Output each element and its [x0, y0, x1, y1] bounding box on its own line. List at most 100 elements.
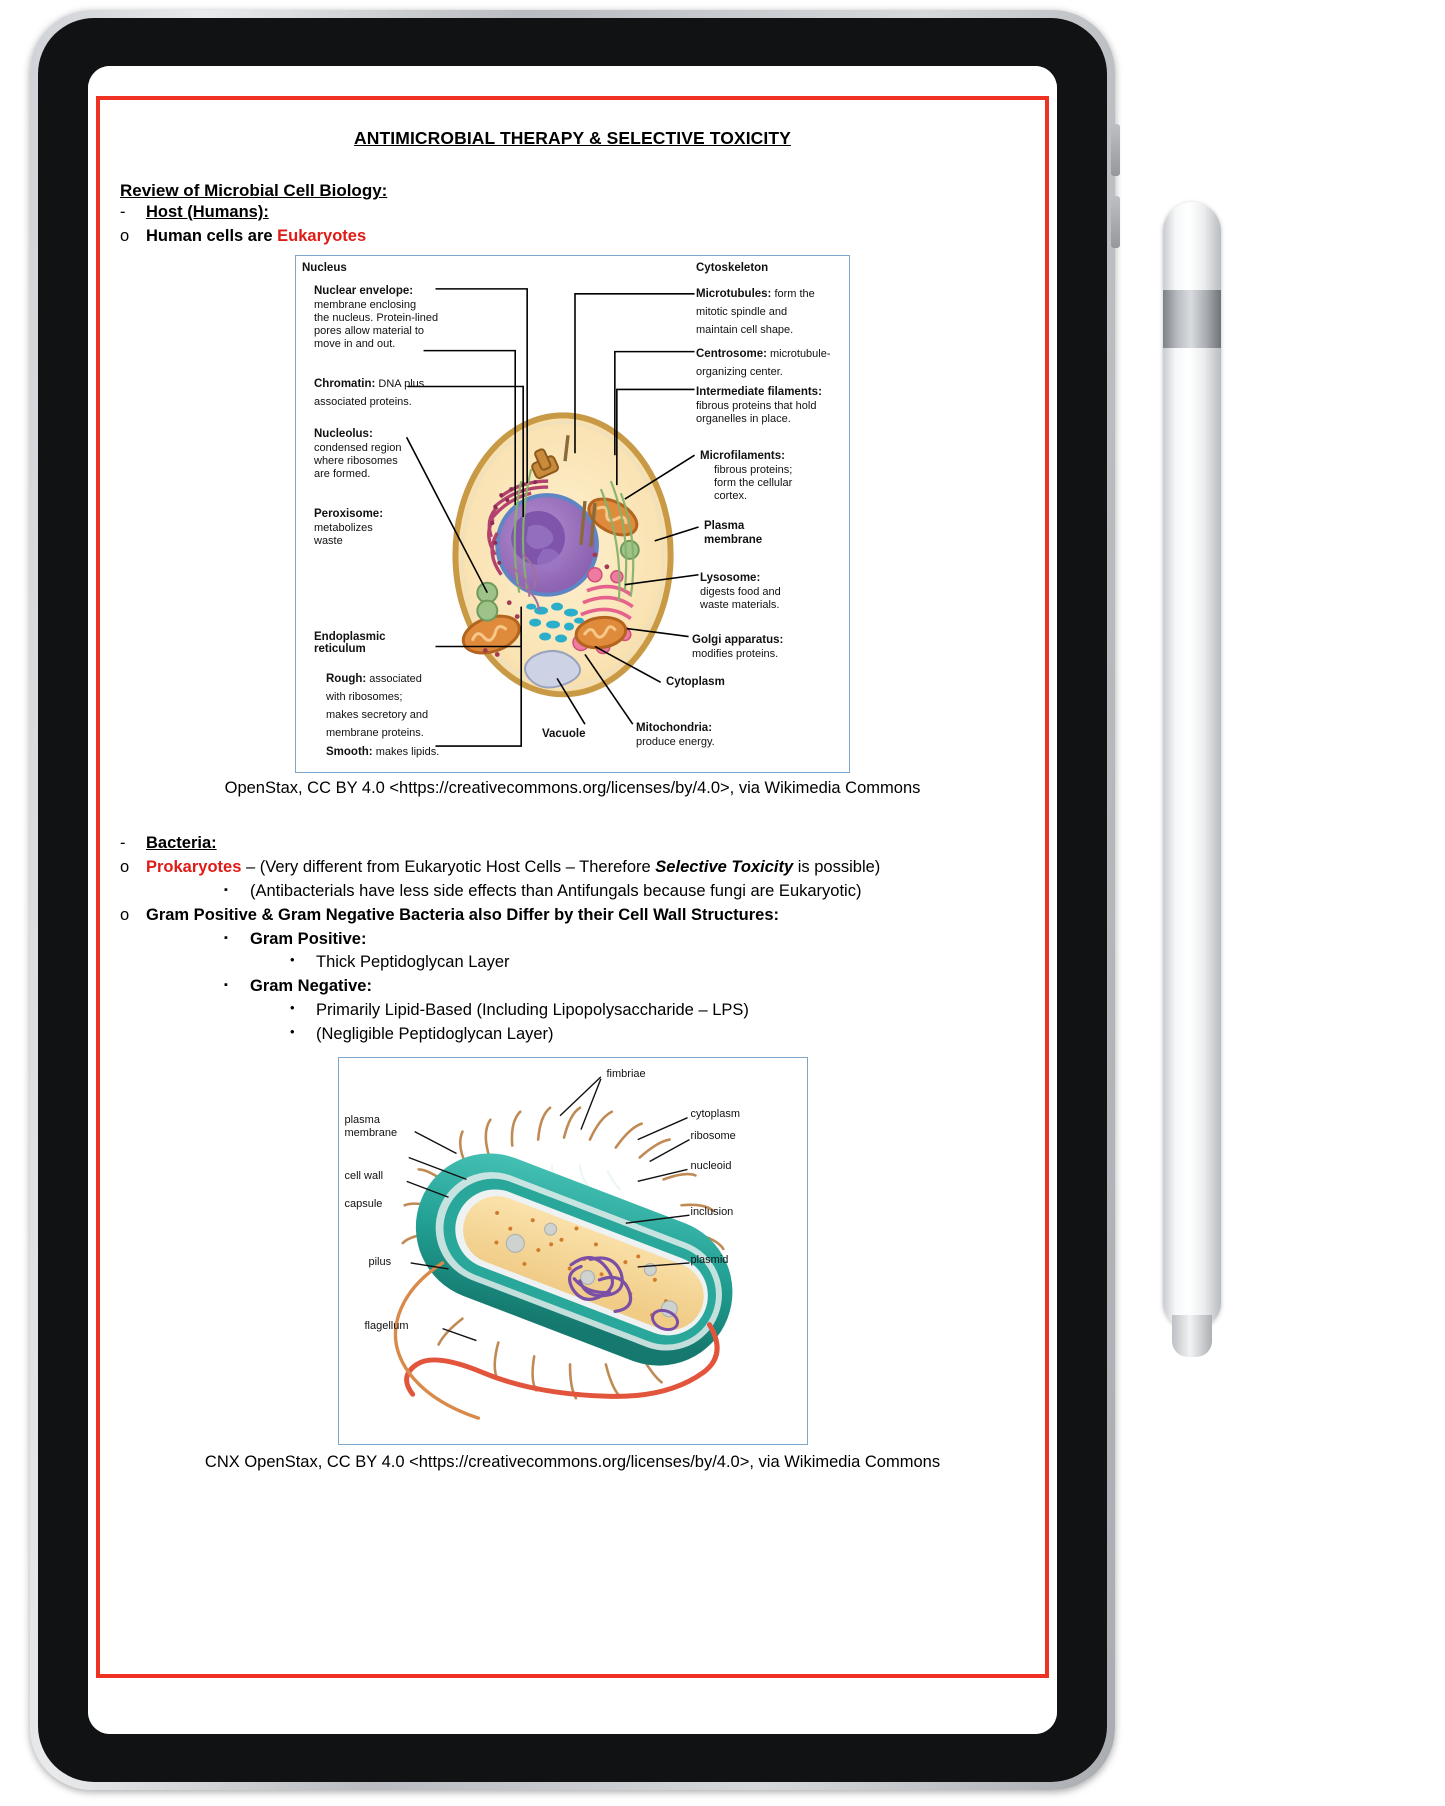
- list-item-bacteria: - Bacteria:: [120, 832, 1025, 856]
- label-chromatin-head: Chromatin:: [314, 377, 376, 390]
- label-endoplasmic-reticulum: Endoplasmic reticulum: [314, 630, 386, 655]
- label-smooth-er-head: Smooth:: [326, 745, 373, 758]
- label-nucleoid: nucleoid: [690, 1160, 732, 1173]
- label-intermediate-filaments: Intermediate filaments: fibrous proteins…: [696, 382, 851, 426]
- label-peroxisome-body: metabolizes waste: [314, 521, 373, 547]
- prokaryotes-list: o Prokaryotes – (Very different from Euk…: [120, 856, 1025, 880]
- label-smooth-er-body: makes lipids.: [372, 745, 440, 758]
- gram-negative-item2: (Negligible Peptidoglycan Layer): [316, 1025, 554, 1044]
- gram-positive-items: • Thick Peptidoglycan Layer: [290, 951, 1025, 975]
- label-golgi-apparatus: Golgi apparatus: modifies proteins.: [692, 630, 842, 661]
- stylus-tip: [1172, 1315, 1212, 1357]
- label-microtubules-body: form the mitotic spindle and maintain ce…: [696, 287, 815, 336]
- label-nucleus: Nucleus: [302, 261, 347, 274]
- antibacterials-note: (Antibacterials have less side effects t…: [250, 881, 862, 900]
- human-cells-list: o Human cells are Eukaryotes: [120, 225, 1025, 249]
- prokaryotes-rest-a: – (Very different from Eukaryotic Host C…: [241, 857, 656, 876]
- label-intermediate-filaments-head: Intermediate filaments:: [696, 385, 822, 398]
- dot-bullet-icon: •: [290, 952, 295, 968]
- square-bullet-icon-2: ▪: [224, 931, 228, 944]
- label-nucleolus-body: condensed region where ribosomes are for…: [314, 441, 402, 480]
- list-item-host: - Host (Humans):: [120, 201, 1025, 225]
- gram-negative-label: Gram Negative:: [250, 977, 372, 996]
- label-fimbriae: fimbriae: [606, 1068, 646, 1081]
- label-peroxisome: Peroxisome: metabolizes waste: [314, 504, 444, 548]
- antibacterials-list: ▪ (Antibacterials have less side effects…: [224, 880, 1025, 904]
- bacterium-figure-caption: CNX OpenStax, CC BY 4.0 <https://creativ…: [204, 1453, 941, 1472]
- label-inclusion: inclusion: [690, 1206, 734, 1219]
- label-centrosome-head: Centrosome:: [696, 347, 767, 360]
- label-golgi-apparatus-head: Golgi apparatus:: [692, 633, 784, 646]
- volume-down-button[interactable]: [1111, 196, 1120, 248]
- label-rough-er-head: Rough:: [326, 672, 367, 685]
- gram-negative-list: ▪ Gram Negative:: [224, 975, 1025, 999]
- label-microfilaments-head: Microfilaments:: [700, 449, 785, 462]
- stylus-pen[interactable]: [1163, 202, 1221, 1357]
- label-lysosome-head: Lysosome:: [700, 571, 761, 584]
- label-mitochondria-head: Mitochondria:: [636, 721, 713, 734]
- label-nucleolus: Nucleolus: condensed region where riboso…: [314, 424, 454, 481]
- label-peroxisome-head: Peroxisome:: [314, 507, 384, 520]
- gram-negative-items: • Primarily Lipid-Based (Including Lipop…: [290, 999, 1025, 1047]
- label-chromatin-body: DNA plus associated proteins.: [314, 377, 425, 408]
- gram-positive-label: Gram Positive:: [250, 929, 367, 948]
- circle-bullet-icon-2: o: [120, 857, 130, 876]
- label-mitochondria: Mitochondria: produce energy.: [636, 718, 766, 749]
- label-capsule: capsule: [344, 1198, 383, 1211]
- label-ribosome: ribosome: [690, 1130, 736, 1143]
- gram-heading-list: o Gram Positive & Gram Negative Bacteria…: [120, 904, 1025, 928]
- stylus-band: [1163, 290, 1221, 348]
- gram-negative-item1: Primarily Lipid-Based (Including Lipopol…: [316, 1001, 749, 1020]
- eukaryotes-keyword: Eukaryotes: [277, 226, 367, 245]
- section-heading: Review of Microbial Cell Biology:: [120, 181, 388, 200]
- label-microfilaments-body: fibrous proteins; form the cellular cort…: [714, 463, 793, 502]
- eukaryotic-cell-illustration: [405, 287, 699, 747]
- label-centrosome-body: microtubule- organizing center.: [696, 347, 831, 378]
- label-golgi-apparatus-body: modifies proteins.: [692, 647, 779, 660]
- square-bullet-icon-3: ▪: [224, 979, 228, 992]
- label-microtubules: Microtubules: form the mitotic spindle a…: [696, 284, 846, 338]
- list-item-gram-heading: o Gram Positive & Gram Negative Bacteria…: [120, 904, 1025, 928]
- bacteria-label: Bacteria:: [146, 833, 217, 852]
- page-red-border: ANTIMICROBIAL THERAPY & SELECTIVE TOXICI…: [96, 96, 1049, 1678]
- list-item-negligible-peptidoglycan: • (Negligible Peptidoglycan Layer): [290, 1023, 1025, 1047]
- dash-bullet-icon-2: -: [120, 833, 126, 852]
- gram-heading: Gram Positive & Gram Negative Bacteria a…: [146, 905, 780, 924]
- label-lysosome-body: digests food and waste materials.: [700, 585, 781, 611]
- label-lysosome: Lysosome: digests food and waste materia…: [700, 568, 840, 612]
- volume-up-button[interactable]: [1111, 124, 1120, 176]
- page-content: ANTIMICROBIAL THERAPY & SELECTIVE TOXICI…: [120, 112, 1025, 1664]
- label-smooth-er: Smooth: makes lipids.: [326, 742, 506, 760]
- list-item-thick-peptidoglycan: • Thick Peptidoglycan Layer: [290, 951, 1025, 975]
- label-cytoplasm-bacterium: cytoplasm: [690, 1108, 741, 1121]
- bacteria-list: - Bacteria:: [120, 832, 1025, 856]
- tablet-device: ANTIMICROBIAL THERAPY & SELECTIVE TOXICI…: [30, 10, 1120, 1790]
- label-pilus: pilus: [368, 1256, 392, 1269]
- label-flagellum: flagellum: [364, 1320, 409, 1333]
- label-chromatin: Chromatin: DNA plus associated proteins.: [314, 374, 464, 410]
- label-vacuole: Vacuole: [542, 727, 586, 740]
- dot-bullet-icon-2: •: [290, 1000, 295, 1016]
- list-item-antibacterials: ▪ (Antibacterials have less side effects…: [224, 880, 1025, 904]
- selective-toxicity-keyword: Selective Toxicity: [655, 857, 794, 876]
- prokaryotes-text: Prokaryotes – (Very different from Eukar…: [146, 856, 1025, 880]
- bacterial-cell-illustration: [393, 1076, 732, 1420]
- page-title: ANTIMICROBIAL THERAPY & SELECTIVE TOXICI…: [354, 128, 791, 148]
- prokaryotes-keyword: Prokaryotes: [146, 857, 242, 876]
- label-cytoplasm: Cytoplasm: [666, 675, 725, 688]
- circle-bullet-icon-3: o: [120, 905, 130, 924]
- bacterial-cell-figure: fimbriae cytoplasm ribosome nucleoid inc…: [337, 1057, 808, 1446]
- label-plasma-membrane: Plasma membrane: [704, 519, 763, 546]
- human-cells-text: Human cells are Eukaryotes: [146, 225, 1025, 249]
- stylus-body: [1163, 202, 1221, 1327]
- label-nuclear-envelope: Nuclear envelope: membrane enclosing the…: [314, 281, 454, 351]
- label-nuclear-envelope-body: membrane enclosing the nucleus. Protein-…: [314, 298, 439, 350]
- dash-bullet-icon: -: [120, 203, 126, 221]
- tablet-screen[interactable]: ANTIMICROBIAL THERAPY & SELECTIVE TOXICI…: [88, 66, 1057, 1734]
- label-cell-wall: cell wall: [344, 1170, 384, 1183]
- eukaryote-figure-caption: OpenStax, CC BY 4.0 <https://creativecom…: [224, 778, 921, 797]
- label-plasma-membrane-bacterium: plasma membrane: [344, 1114, 398, 1140]
- label-microfilaments: Microfilaments: fibrous proteins; form t…: [700, 446, 830, 503]
- list-item-gram-negative: ▪ Gram Negative:: [224, 975, 1025, 999]
